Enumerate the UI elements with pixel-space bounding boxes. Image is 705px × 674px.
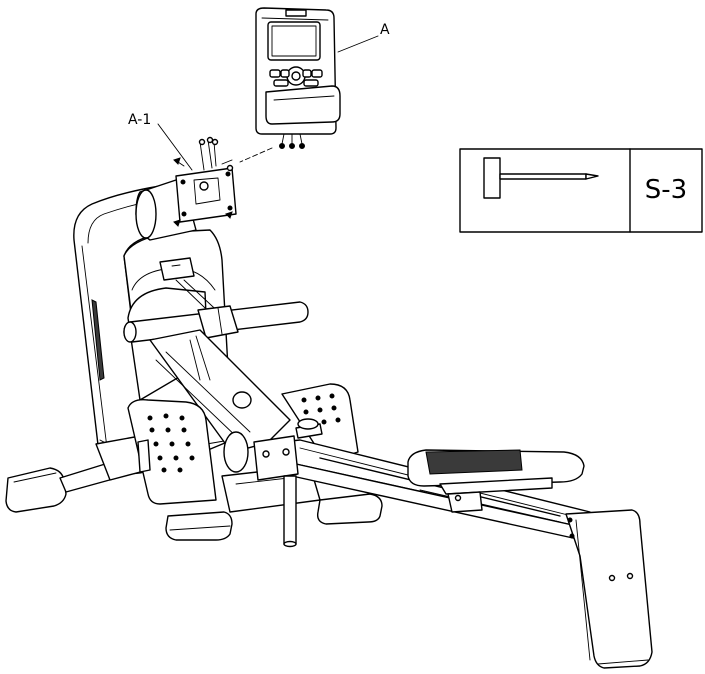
console-buttons xyxy=(269,66,323,87)
rowing-machine xyxy=(5,167,653,669)
console-display xyxy=(267,21,321,61)
tool-box: S-3 xyxy=(459,148,703,233)
bracket-hardware xyxy=(173,136,234,227)
center-rail xyxy=(149,329,291,451)
label-bracket: A-1 xyxy=(128,112,151,128)
assembly-guide-line xyxy=(239,147,273,163)
handlebar xyxy=(123,257,309,343)
bolt-icon xyxy=(198,136,219,171)
footrest-left xyxy=(127,398,233,541)
seat xyxy=(407,449,585,513)
rear-leg xyxy=(565,509,653,669)
screw-icon xyxy=(173,157,185,167)
console-mast xyxy=(135,167,237,241)
footrest-right xyxy=(281,383,383,525)
rail-connector xyxy=(253,418,323,548)
console-unit xyxy=(255,7,341,149)
label-console: A xyxy=(380,22,390,38)
tool-code: S-3 xyxy=(645,175,687,205)
console-bolts xyxy=(279,133,305,149)
screwdriver-icon xyxy=(483,157,599,199)
callout-bracket: A-1 xyxy=(128,112,193,171)
callout-console: A xyxy=(337,22,390,53)
